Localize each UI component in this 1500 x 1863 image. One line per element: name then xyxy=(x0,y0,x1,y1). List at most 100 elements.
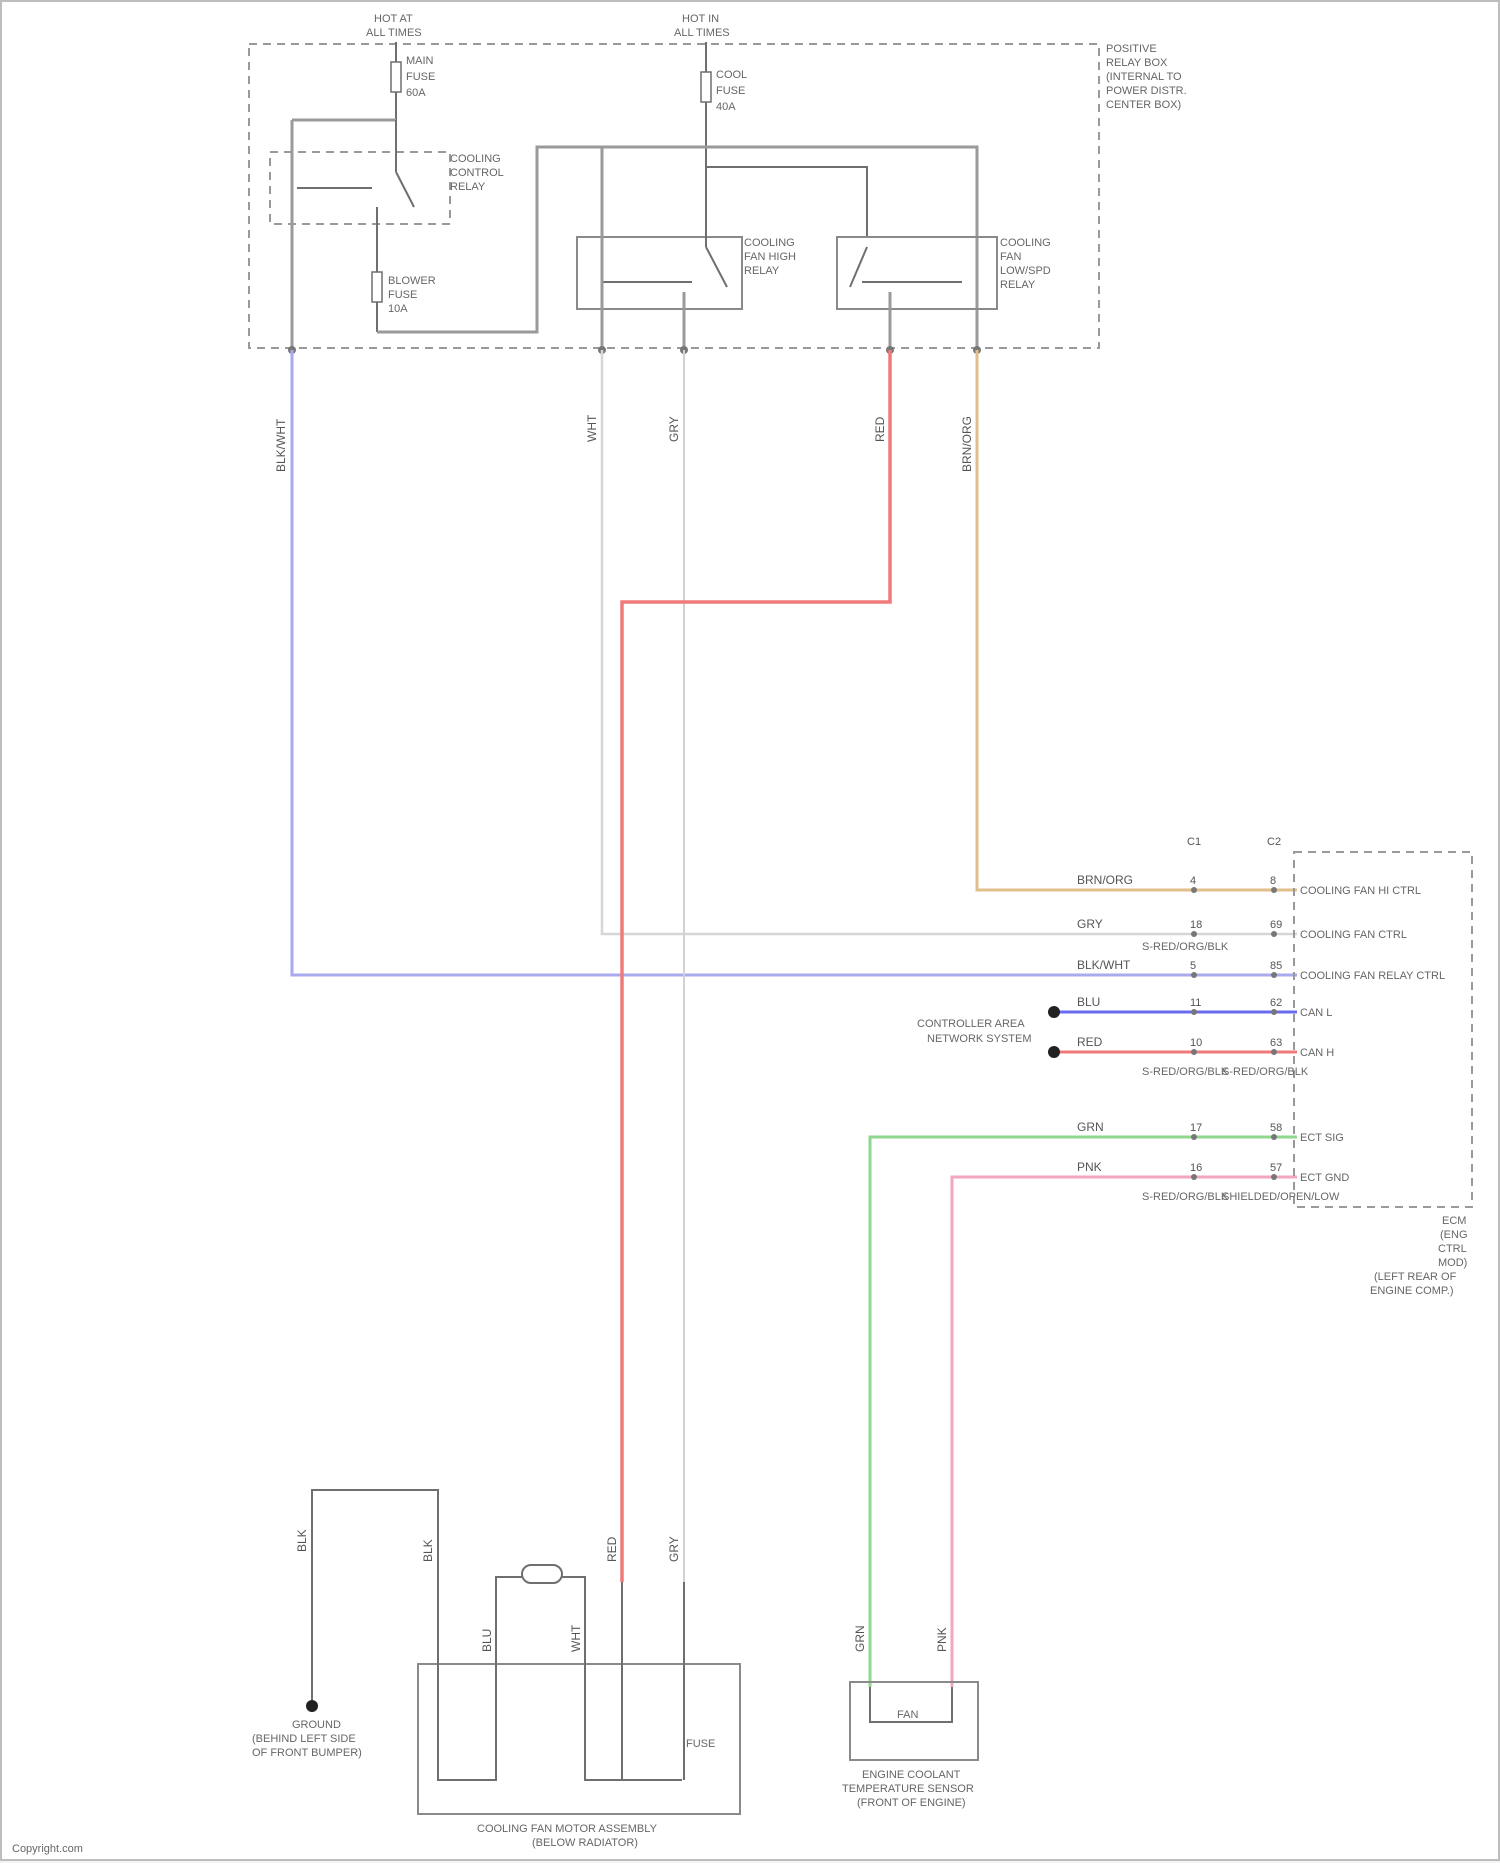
svg-text:(FRONT OF ENGINE): (FRONT OF ENGINE) xyxy=(857,1797,966,1809)
svg-text:CONTROL: CONTROL xyxy=(450,167,504,179)
svg-text:CTRL: CTRL xyxy=(1438,1243,1467,1255)
svg-text:HOT IN: HOT IN xyxy=(682,13,719,25)
ect-sensor-element: FAN xyxy=(897,1709,918,1721)
hot-at-label-2: HOT IN ALL TIMES xyxy=(674,13,730,39)
ect-pin-label-grn: GRN xyxy=(853,1625,867,1652)
ecm-row-pin-dot xyxy=(1271,931,1277,937)
fan-high-relay-switch xyxy=(706,247,727,287)
fan-pin-label-red: RED xyxy=(605,1536,619,1562)
ecm-box xyxy=(1294,852,1472,1207)
fuse-2-symbol xyxy=(701,72,711,102)
ect-pin-label-pnk: PNK xyxy=(935,1627,949,1652)
ecm-row-wire-label: BRN/ORG xyxy=(1077,873,1133,887)
svg-text:POWER DISTR.: POWER DISTR. xyxy=(1106,85,1187,97)
ecm-row-label: CAN H xyxy=(1300,1047,1334,1059)
ecm-row-pin-c1: 10 xyxy=(1190,1037,1202,1049)
fan-pin-label-gry: GRY xyxy=(667,1536,681,1562)
svg-text:40A: 40A xyxy=(716,101,736,113)
ecm-row-pin-c1: 18 xyxy=(1190,919,1202,931)
svg-text:COOL: COOL xyxy=(716,69,747,81)
can-h-splice xyxy=(1048,1046,1060,1058)
ecm-row-pin-dot xyxy=(1191,1134,1197,1140)
fan-assembly-label: COOLING FAN MOTOR ASSEMBLY (BELOW RADIAT… xyxy=(477,1823,658,1849)
ground-wire-label-2: BLK xyxy=(421,1539,435,1562)
fan-low-relay-label: COOLING FAN LOW/SPD RELAY xyxy=(1000,237,1051,291)
ecm-row-label: COOLING FAN HI CTRL xyxy=(1300,885,1421,897)
ecm-row-pin-c1: 4 xyxy=(1190,875,1196,887)
ground-wire-label: BLK xyxy=(295,1529,309,1552)
svg-text:FAN: FAN xyxy=(1000,251,1021,263)
svg-text:S-RED/ORG/BLK: S-RED/ORG/BLK xyxy=(1142,1191,1229,1203)
wire-label-gry: GRY xyxy=(667,416,681,442)
svg-text:S-RED/ORG/BLK: S-RED/ORG/BLK xyxy=(1142,941,1229,953)
svg-text:TEMPERATURE SENSOR: TEMPERATURE SENSOR xyxy=(842,1783,974,1795)
svg-text:POSITIVE: POSITIVE xyxy=(1106,43,1157,55)
svg-text:(ENG: (ENG xyxy=(1440,1229,1468,1241)
svg-text:ECM: ECM xyxy=(1442,1215,1466,1227)
ecm-connector-c1: C1 xyxy=(1187,836,1201,848)
ecm-title: ECM (ENG CTRL MOD) (LEFT REAR OF ENGINE … xyxy=(1370,1215,1468,1297)
svg-text:HOT AT: HOT AT xyxy=(374,13,413,25)
ecm-row-pin-dot xyxy=(1191,931,1197,937)
ecm-row-pin-c2: 57 xyxy=(1270,1162,1282,1174)
fuse-3-symbol xyxy=(372,272,382,302)
control-relay-switch xyxy=(396,172,414,207)
control-relay-label: COOLING CONTROL RELAY xyxy=(450,153,504,193)
svg-text:FUSE: FUSE xyxy=(716,85,745,97)
svg-text:ALL TIMES: ALL TIMES xyxy=(366,27,422,39)
ecm-row-wire-label: RED xyxy=(1077,1035,1103,1049)
ecm-row-pin-c2: 62 xyxy=(1270,997,1282,1009)
svg-text:ALL TIMES: ALL TIMES xyxy=(674,27,730,39)
ecm-row-pin-dot xyxy=(1191,1049,1197,1055)
ecm-row-pin-dot xyxy=(1271,1049,1277,1055)
svg-text:RELAY: RELAY xyxy=(744,265,780,277)
wire-label-red: RED xyxy=(873,416,887,442)
svg-text:RELAY: RELAY xyxy=(450,181,486,193)
svg-text:BLOWER: BLOWER xyxy=(388,275,436,287)
fan-low-relay-box xyxy=(837,237,997,309)
svg-text:ENGINE COMP.): ENGINE COMP.) xyxy=(1370,1285,1454,1297)
svg-text:FAN HIGH: FAN HIGH xyxy=(744,251,796,263)
svg-text:ENGINE COOLANT: ENGINE COOLANT xyxy=(862,1769,961,1781)
fan-pin-label-blu: BLU xyxy=(480,1629,494,1652)
ecm-row-pin-c2: 58 xyxy=(1270,1122,1282,1134)
ecm-row-label: ECT SIG xyxy=(1300,1132,1344,1144)
ecm-row-label: COOLING FAN RELAY CTRL xyxy=(1300,970,1445,982)
fan-pin-label-wht: WHT xyxy=(569,1624,583,1652)
ecm-row-pin-c2: 69 xyxy=(1270,919,1282,931)
wire-pnk xyxy=(952,1177,1297,1687)
ecm-row-pin-dot xyxy=(1271,1134,1277,1140)
ecm-row-wire-label: BLK/WHT xyxy=(1077,958,1131,972)
fan-high-relay-label: COOLING FAN HIGH RELAY xyxy=(744,237,796,277)
ecm-row-wire-label: GRY xyxy=(1077,917,1103,931)
ecm-row-wire-label: GRN xyxy=(1077,1120,1104,1134)
fuse-block-label: POSITIVE RELAY BOX (INTERNAL TO POWER DI… xyxy=(1106,43,1187,111)
svg-text:(BEHIND LEFT SIDE: (BEHIND LEFT SIDE xyxy=(252,1733,356,1745)
ground-label: GROUND (BEHIND LEFT SIDE OF FRONT BUMPER… xyxy=(252,1719,362,1759)
svg-text:COOLING: COOLING xyxy=(1000,237,1051,249)
wire-high-to-low xyxy=(706,167,867,237)
wire-grn xyxy=(870,1137,1297,1687)
ecm-row-pin-c1: 11 xyxy=(1190,997,1201,1009)
ecm-row-label: CAN L xyxy=(1300,1007,1332,1019)
svg-text:(LEFT REAR OF: (LEFT REAR OF xyxy=(1374,1271,1457,1283)
ecm-row-pin-dot xyxy=(1271,972,1277,978)
svg-text:S-RED/ORG/BLK: S-RED/ORG/BLK xyxy=(1222,1066,1309,1078)
ecm-row-pin-c1: 5 xyxy=(1190,960,1196,972)
fuse-2-label: COOL FUSE 40A xyxy=(716,69,747,113)
ecm-row-pin-dot xyxy=(1271,1174,1277,1180)
svg-text:(INTERNAL TO: (INTERNAL TO xyxy=(1106,71,1182,83)
wire-red xyxy=(622,350,890,1582)
svg-text:LOW/SPD: LOW/SPD xyxy=(1000,265,1051,277)
svg-text:S-RED/ORG/BLK: S-RED/ORG/BLK xyxy=(1142,1066,1229,1078)
svg-text:60A: 60A xyxy=(406,87,426,99)
svg-text:CONTROLLER AREA: CONTROLLER AREA xyxy=(917,1018,1025,1030)
svg-text:(BELOW RADIATOR): (BELOW RADIATOR) xyxy=(532,1837,638,1849)
ecm-row-pin-dot xyxy=(1191,887,1197,893)
svg-text:NETWORK SYSTEM: NETWORK SYSTEM xyxy=(927,1033,1032,1045)
svg-text:COOLING: COOLING xyxy=(450,153,501,165)
ecm-row-pin-c2: 8 xyxy=(1270,875,1276,887)
svg-text:RELAY BOX: RELAY BOX xyxy=(1106,57,1168,69)
